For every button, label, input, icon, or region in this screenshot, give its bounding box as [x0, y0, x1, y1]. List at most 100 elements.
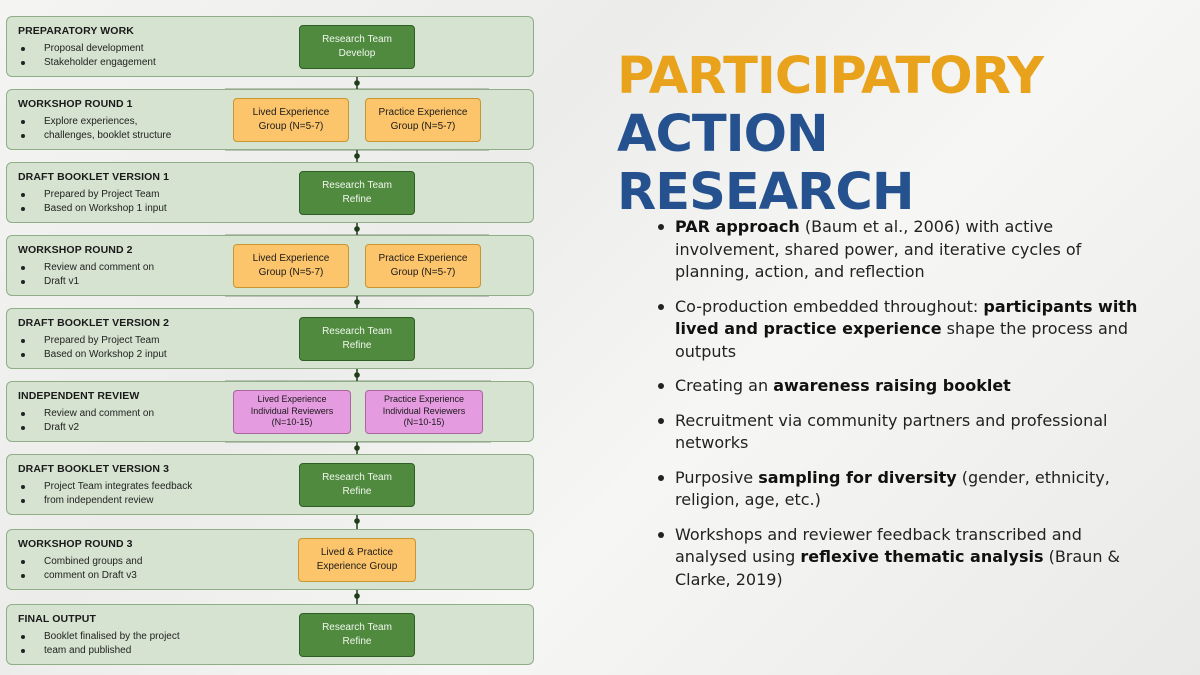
stage-title: WORKSHOP ROUND 1	[18, 98, 133, 110]
bullet-dot-icon	[21, 339, 25, 343]
stage-title: INDEPENDENT REVIEW	[18, 390, 140, 402]
stage-bullet-text: from independent review	[44, 495, 154, 506]
node-label: Lived Experience	[252, 252, 330, 264]
node-label: Research Team	[322, 325, 392, 337]
title-word-participatory: PARTICIPATORY	[617, 47, 1044, 106]
key-point-text: Co-production embedded throughout:	[675, 296, 984, 316]
stage-bullet-text: Review and comment on	[44, 262, 155, 273]
bullet-dot-icon	[21, 353, 25, 357]
node-label: Group (N=5-7)	[390, 266, 456, 278]
key-point-emphasis: awareness raising booklet	[773, 376, 1011, 395]
stage-bullet-text: Prepared by Project Team	[44, 335, 160, 346]
stage-bullet-item: Based on Workshop 1 input	[18, 202, 167, 216]
stage-bullet-item: Based on Workshop 2 input	[18, 348, 167, 362]
node-label: Research Team	[322, 179, 392, 191]
stage-bullet-item: from independent review	[18, 494, 192, 508]
bullet-dot-icon	[21, 635, 25, 639]
key-points-list: PAR approach (Baum et al., 2006) with ac…	[655, 216, 1145, 603]
stage-bullet-item: team and published	[18, 644, 180, 658]
node-label: Lived & Practice	[320, 546, 394, 558]
stage-bullet-text: Based on Workshop 2 input	[44, 349, 167, 360]
node-label: Research Team	[322, 621, 392, 633]
bullet-dot-icon	[21, 207, 25, 211]
bullet-dot-icon	[658, 303, 664, 310]
stage-title: WORKSHOP ROUND 2	[18, 244, 133, 256]
key-point-text: Recruitment via community partners and p…	[675, 410, 1108, 453]
node-label: (N=10-15)	[271, 417, 313, 428]
stage-bullet-item: Draft v1	[18, 275, 154, 289]
bullet-dot-icon	[21, 412, 25, 416]
stage-9: FINAL OUTPUT Booklet finalised by the pro…	[6, 604, 534, 665]
node-label: Refine	[342, 339, 372, 351]
key-point-text: Workshops and reviewer feedback transcri…	[675, 524, 1082, 567]
stage-bullets: Explore experiences, challenges, booklet …	[18, 115, 171, 143]
bullet-dot-icon	[21, 134, 25, 138]
node-label: Experience Group	[316, 560, 398, 572]
key-point-emphasis: reflexive thematic analysis	[800, 547, 1044, 566]
stage-bullet-text: Based on Workshop 1 input	[44, 203, 167, 214]
stage-bullet-text: Explore experiences,	[44, 116, 138, 127]
stage-title: FINAL OUTPUT	[18, 613, 97, 625]
stage-bullets: Review and comment on Draft v1	[18, 261, 154, 289]
stage-bullet-text: Review and comment on	[44, 408, 155, 419]
key-point-text: Purposive	[675, 467, 759, 487]
key-point-text: shape the process and outputs	[675, 319, 1129, 361]
stage-bullet-text: Booklet finalised by the project	[44, 631, 180, 642]
node-label: Group (N=5-7)	[258, 266, 324, 278]
node-label: Practice Experience	[378, 252, 468, 264]
node-label: Develop	[338, 47, 376, 59]
node-label: Group (N=5-7)	[258, 120, 324, 132]
key-point-emphasis: PAR approach	[675, 217, 800, 236]
node-label: Lived Experience	[257, 394, 327, 405]
node-label: Research Team	[322, 33, 392, 45]
title-word-research: RESEARCH	[617, 163, 915, 222]
stage-title: WORKSHOP ROUND 3	[18, 538, 133, 550]
stage-5: DRAFT BOOKLET VERSION 2 Prepared by Proje…	[6, 308, 534, 369]
stage-bullet-item: challenges, booklet structure	[18, 129, 171, 143]
stage-title: PREPARATORY WORK	[18, 25, 134, 37]
key-point-item: Purposive sampling for diversity (gender…	[655, 467, 1145, 512]
bullet-dot-icon	[21, 499, 25, 503]
title-word-action: ACTION	[617, 105, 829, 164]
node-label: Practice Experience	[378, 106, 468, 118]
key-point-text: (Baum et al., 2006) with active involvem…	[675, 217, 1082, 281]
key-point-emphasis: sampling for diversity	[758, 467, 957, 487]
stage-title: DRAFT BOOKLET VERSION 2	[18, 317, 170, 329]
bullet-dot-icon	[658, 383, 664, 389]
bullet-dot-icon	[21, 120, 25, 124]
bullet-dot-icon	[658, 531, 664, 538]
node-label: Research Team	[322, 471, 392, 483]
node-label: Refine	[342, 485, 372, 497]
stage-bullet-text: team and published	[44, 645, 132, 656]
bullet-dot-icon	[21, 485, 25, 489]
stage-bullet-item: Prepared by Project Team	[18, 188, 167, 202]
node-label: Individual Reviewers	[382, 405, 466, 416]
stage-bullet-text: challenges, booklet structure	[44, 130, 172, 141]
node-label: Lived Experience	[252, 106, 330, 118]
stage-bullet-text: Prepared by Project Team	[44, 189, 160, 200]
node-label: Refine	[342, 193, 372, 205]
page-title: PARTICIPATORY ACTION RESEARCH	[617, 48, 1200, 222]
key-point-item: Recruitment via community partners and p…	[655, 410, 1145, 455]
bullet-dot-icon	[21, 193, 25, 197]
bullet-dot-icon	[21, 426, 25, 430]
bullet-dot-icon	[21, 574, 25, 578]
key-point-text: Creating an	[675, 376, 774, 395]
key-point-item: Creating an awareness raising booklet	[655, 375, 1145, 398]
stage-bullet-item: Review and comment on	[18, 261, 154, 275]
bullet-dot-icon	[658, 417, 664, 424]
